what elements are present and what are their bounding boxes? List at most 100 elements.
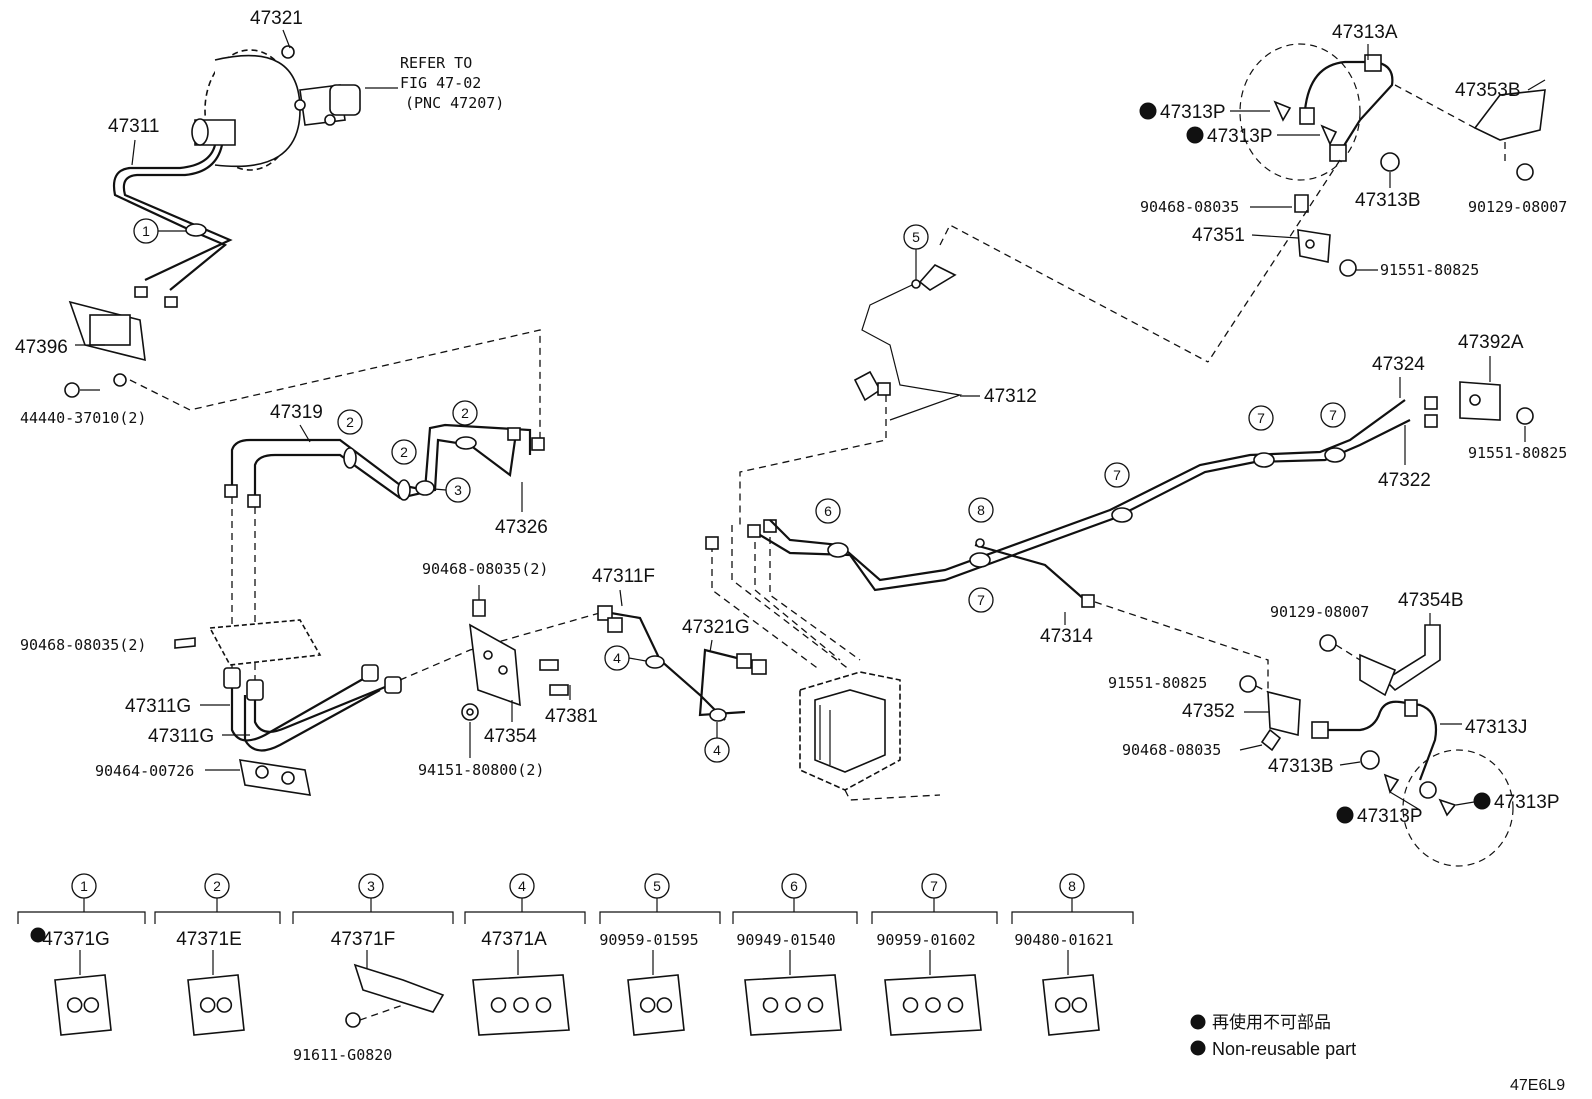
svg-text:4: 4 — [613, 650, 621, 666]
part-label-90129-right[interactable]: 90129-08007 — [1270, 603, 1369, 621]
bracket-47354B[interactable] — [1359, 624, 1441, 697]
tube-47311[interactable] — [112, 144, 233, 291]
legend-callout-number: 1 — [80, 878, 88, 894]
bracket-47351[interactable] — [1297, 229, 1331, 263]
callout-7d: 7 — [1320, 402, 1346, 428]
part-label-47319[interactable]: 47319 — [270, 402, 323, 423]
bracket-47312[interactable] — [853, 264, 963, 421]
bracket-47354[interactable] — [469, 623, 521, 707]
part-label-91551-right[interactable]: 91551-80825 — [1468, 444, 1567, 462]
part-label-47313P-1[interactable]: 47313P — [1160, 102, 1226, 123]
part-label-47321[interactable]: 47321 — [250, 8, 303, 29]
part-label-47313P-2[interactable]: 47313P — [1207, 126, 1273, 147]
hose-47313J[interactable] — [1311, 699, 1438, 799]
nonreusable-dot-icon — [30, 927, 46, 943]
bracket-47396[interactable] — [68, 300, 146, 387]
part-label-47313B-top[interactable]: 47313B — [1355, 190, 1421, 211]
part-label-90129-top[interactable]: 90129-08007 — [1468, 198, 1567, 216]
legend-callout-number: 4 — [518, 878, 526, 894]
callout-8: 8 — [968, 497, 994, 523]
legend-item-6[interactable]: 6 90949-01540 — [732, 873, 858, 1036]
legend-part-number: 90949-01540 — [736, 931, 835, 949]
part-label-47311G-b[interactable]: 47311G — [148, 726, 214, 747]
part-label-47353B[interactable]: 47353B — [1455, 80, 1521, 101]
hose-47313A[interactable] — [1299, 54, 1394, 162]
part-label-47392A[interactable]: 47392A — [1458, 332, 1524, 353]
refer-note-line3: (PNC 47207) — [405, 94, 504, 112]
bolt-47381[interactable] — [539, 659, 569, 696]
tube-47311G[interactable] — [223, 664, 402, 752]
callout-2b: 2 — [391, 439, 417, 465]
legend-part-number: 90480-01621 — [1014, 931, 1113, 949]
part-label-47322[interactable]: 47322 — [1378, 470, 1431, 491]
part-label-47354B[interactable]: 47354B — [1398, 590, 1464, 611]
nonreusable-dot-icon — [1190, 1014, 1206, 1030]
callout-7a: 7 — [968, 587, 994, 613]
key-english: Non-reusable part — [1212, 1039, 1356, 1059]
legend-clamp-icon — [1042, 974, 1100, 1036]
callout-7b: 7 — [1104, 462, 1130, 488]
part-label-47396[interactable]: 47396 — [15, 337, 68, 358]
part-label-47311F[interactable]: 47311F — [592, 566, 655, 587]
part-label-47352[interactable]: 47352 — [1182, 701, 1235, 722]
legend-item-4[interactable]: 4 47371A — [464, 873, 586, 1036]
refer-note-line2: FIG 47-02 — [400, 74, 481, 92]
part-label-47313J[interactable]: 47313J — [1465, 717, 1527, 738]
part-label-47326[interactable]: 47326 — [495, 517, 548, 538]
callout-1: 1 — [133, 218, 159, 244]
bracket-47353B[interactable] — [1473, 89, 1546, 141]
part-label-47311G-a[interactable]: 47311G — [125, 696, 191, 717]
part-label-44440-37010[interactable]: 44440-37010(2) — [20, 409, 146, 427]
part-label-91551-lower[interactable]: 91551-80825 — [1108, 674, 1207, 692]
part-label-47313P-3[interactable]: 47313P — [1357, 806, 1423, 827]
part-label-47321G[interactable]: 47321G — [682, 617, 750, 638]
legend-clamp-icon — [744, 974, 842, 1036]
part-label-47313B-lower[interactable]: 47313B — [1268, 756, 1334, 777]
part-label-47351[interactable]: 47351 — [1192, 225, 1245, 246]
part-label-47381[interactable]: 47381 — [545, 706, 598, 727]
part-label-47354[interactable]: 47354 — [484, 726, 537, 747]
callout-4b: 4 — [704, 737, 730, 763]
legend-callout-number: 7 — [930, 878, 938, 894]
svg-text:7: 7 — [1113, 467, 1121, 483]
legend-part-number: 90959-01602 — [876, 931, 975, 949]
svg-text:2: 2 — [400, 444, 408, 460]
part-label-47314[interactable]: 47314 — [1040, 626, 1093, 647]
part-label-90468-lower[interactable]: 90468-08035 — [1122, 741, 1221, 759]
part-label-47313A[interactable]: 47313A — [1332, 22, 1398, 43]
tube-47314[interactable] — [759, 399, 1411, 601]
callout-5: 5 — [903, 224, 929, 250]
tube-47311F[interactable] — [597, 605, 726, 721]
legend-part-number: 90959-01595 — [599, 931, 698, 949]
part-label-47312[interactable]: 47312 — [984, 386, 1037, 407]
part-label-47311[interactable]: 47311 — [108, 116, 159, 137]
brake-booster[interactable] — [191, 45, 361, 171]
plate-bracket-left[interactable] — [208, 619, 322, 666]
part-label-91551-top[interactable]: 91551-80825 — [1380, 261, 1479, 279]
legend-item-7[interactable]: 7 90959-01602 — [871, 873, 998, 1036]
legend-part-number: 47371A — [481, 929, 547, 950]
clip-47392A[interactable] — [1459, 381, 1501, 421]
bracket-47352[interactable] — [1267, 690, 1301, 737]
callout-6: 6 — [815, 498, 841, 524]
legend-sub-part-number: 91611-G0820 — [293, 1046, 392, 1064]
part-label-90468-mid[interactable]: 90468-08035(2) — [422, 560, 548, 578]
clamp-90464[interactable] — [238, 759, 312, 796]
part-label-90468-left[interactable]: 90468-08035(2) — [20, 636, 146, 654]
part-label-90464-00726[interactable]: 90464-00726 — [95, 762, 194, 780]
legend-callout-number: 6 — [790, 878, 798, 894]
tube-47319[interactable] — [230, 423, 532, 500]
part-label-47324[interactable]: 47324 — [1372, 354, 1425, 375]
part-label-90468-top[interactable]: 90468-08035 — [1140, 198, 1239, 216]
part-label-47313P-4[interactable]: 47313P — [1494, 792, 1560, 813]
abs-actuator[interactable] — [799, 671, 941, 801]
part-label-94151-80800[interactable]: 94151-80800(2) — [418, 761, 544, 779]
legend-part-number: 47371E — [176, 929, 242, 950]
svg-text:7: 7 — [1257, 410, 1265, 426]
